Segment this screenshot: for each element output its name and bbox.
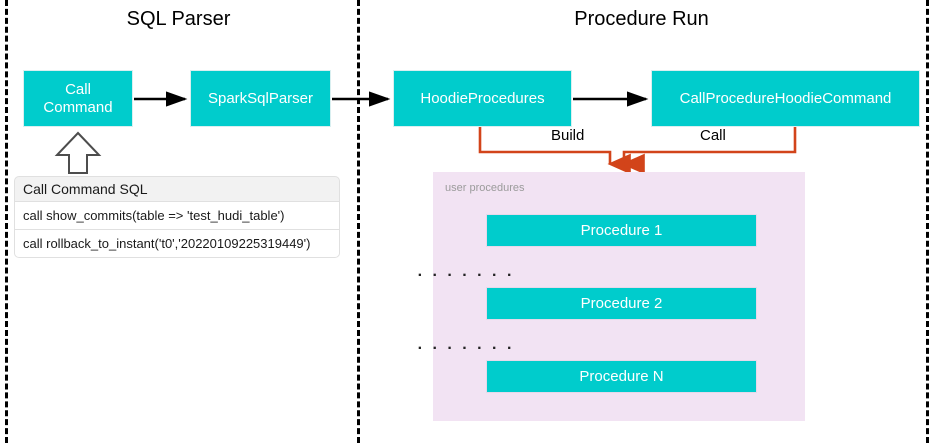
- procedure-box-n[interactable]: Procedure N: [486, 360, 757, 393]
- node-call-procedure-hoodie-command[interactable]: CallProcedureHoodieCommand: [651, 70, 920, 127]
- node-hoodie-procedures[interactable]: HoodieProcedures: [393, 70, 572, 127]
- node-spark-sql-parser[interactable]: SparkSqlParser: [190, 70, 331, 127]
- divider-left: [5, 0, 8, 443]
- sql-table-header: Call Command SQL: [14, 176, 340, 202]
- section-title-procedure-run: Procedure Run: [574, 8, 709, 30]
- node-call-command[interactable]: Call Command: [23, 70, 133, 127]
- procedure-box-2[interactable]: Procedure 2: [486, 287, 757, 320]
- node-call-command-line2: Command: [43, 98, 113, 116]
- divider-middle: [357, 0, 360, 443]
- panel-label-user-procedures: user procedures: [445, 182, 525, 194]
- divider-right: [926, 0, 929, 443]
- section-title-sql-parser: SQL Parser: [126, 8, 231, 30]
- call-command-sql-table: Call Command SQL call show_commits(table…: [14, 176, 340, 258]
- hollow-up-arrow-icon: [54, 131, 102, 174]
- edge-label-build: Build: [548, 127, 588, 144]
- sql-table-row: call show_commits(table => 'test_hudi_ta…: [14, 202, 340, 230]
- procedure-box-1[interactable]: Procedure 1: [486, 214, 757, 247]
- edge-label-call: Call: [697, 127, 729, 144]
- sql-table-row: call rollback_to_instant('t0','202201092…: [14, 230, 340, 258]
- node-call-command-line1: Call: [65, 81, 91, 99]
- ellipsis-2: . . . . . . .: [417, 336, 515, 353]
- ellipsis-1: . . . . . . .: [417, 263, 515, 280]
- connector-build: [478, 127, 631, 175]
